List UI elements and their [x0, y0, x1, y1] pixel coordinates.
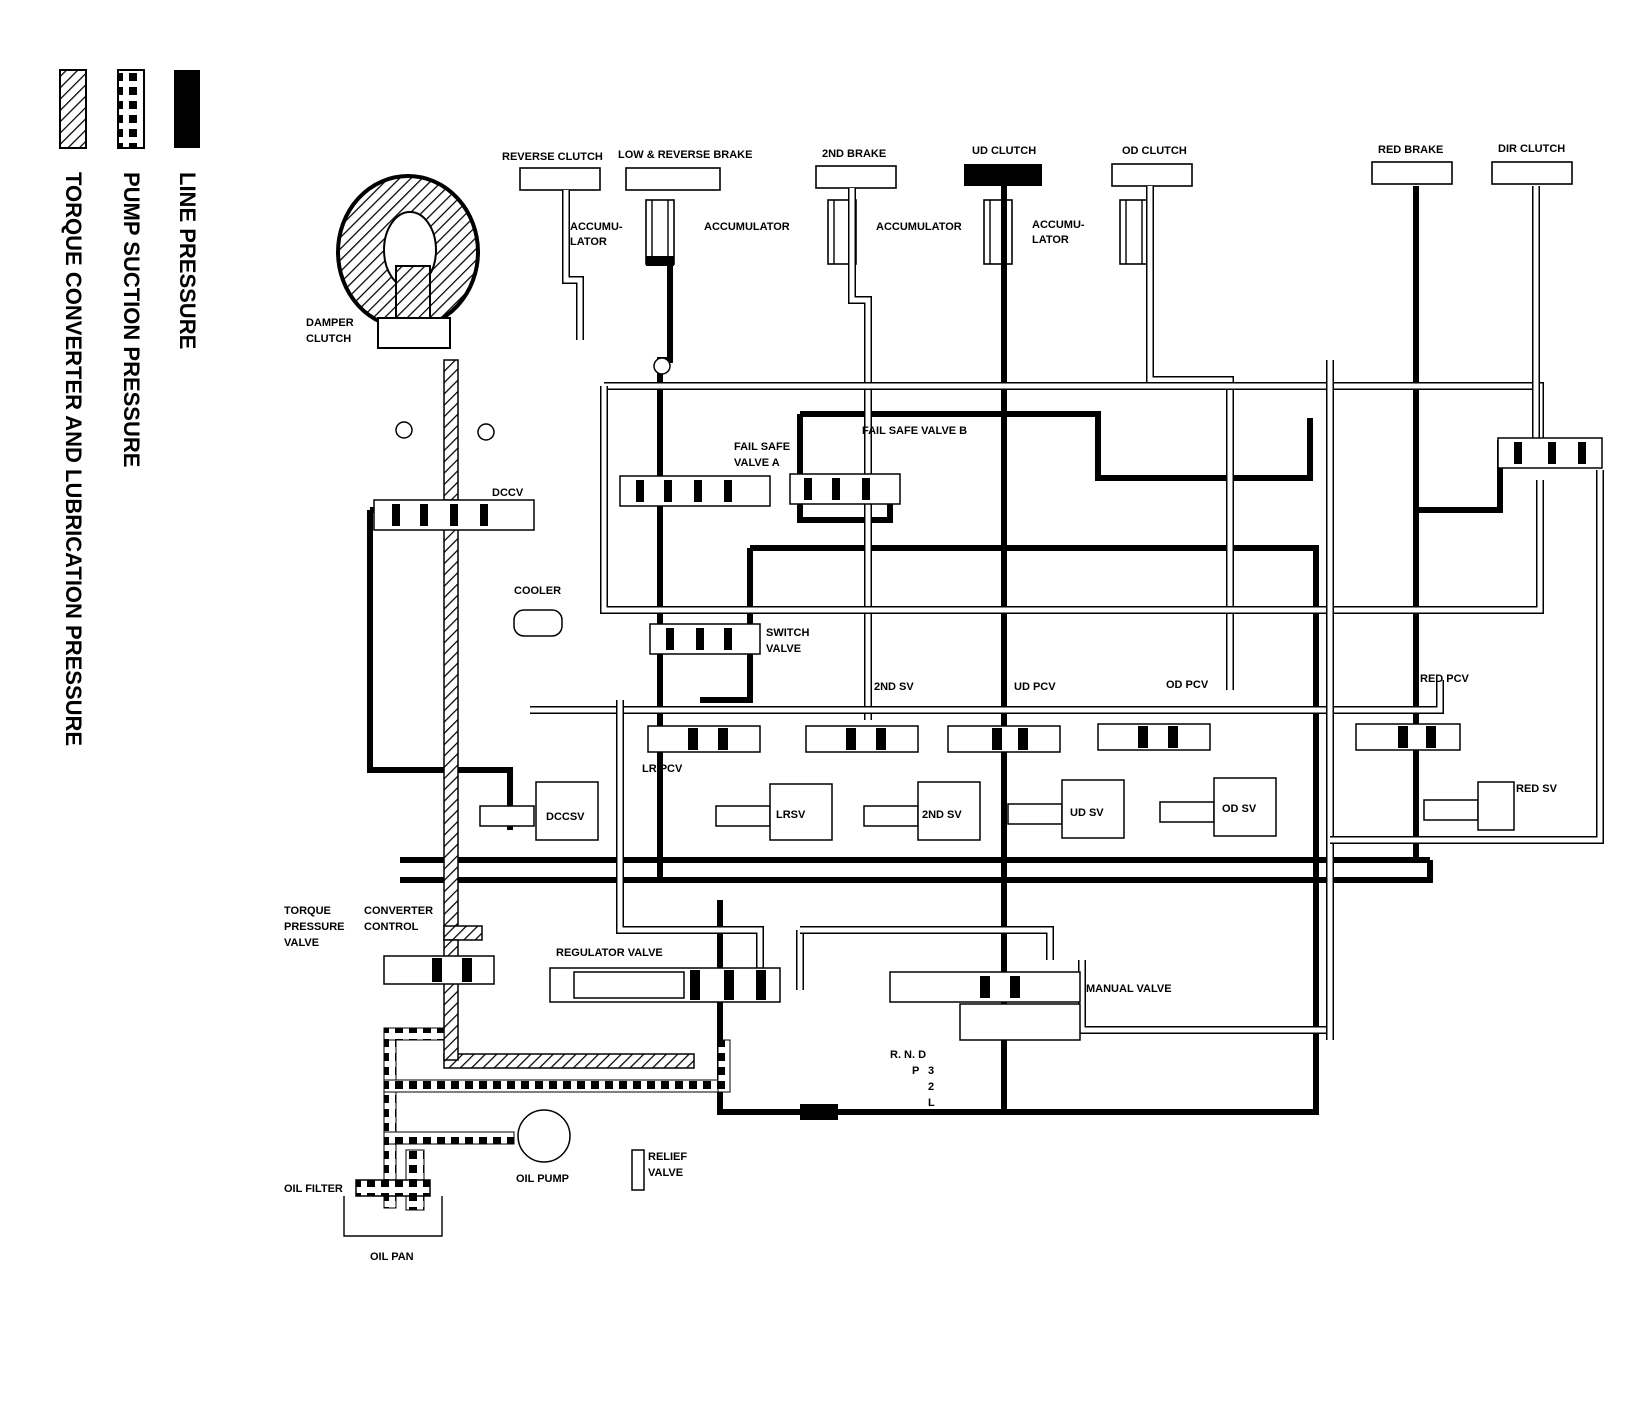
- accumulator-label-1a: ACCUMU-: [570, 221, 623, 233]
- od-pcv-label: OD PCV: [1166, 679, 1209, 691]
- legend-line-pressure: LINE PRESSURE: [175, 172, 200, 349]
- regulator-valve: [549, 967, 781, 1003]
- ud-pcv-label: UD PCV: [1014, 681, 1056, 693]
- legend-torque-converter-swatch: [59, 69, 87, 149]
- red-brake-label: RED BRAKE: [1378, 144, 1443, 156]
- od-clutch-label: OD CLUTCH: [1122, 145, 1187, 157]
- cooler-label: COOLER: [514, 585, 561, 597]
- fail-safe-valve-b: [789, 473, 901, 505]
- damper-clutch-label-1: DAMPER: [306, 317, 354, 329]
- low-reverse-brake-label: LOW & REVERSE BRAKE: [618, 149, 752, 161]
- switch-valve-label-2: VALVE: [766, 643, 801, 655]
- oil-pan-label: OIL PAN: [370, 1251, 414, 1263]
- second-sv-solenoid: [863, 781, 981, 841]
- manual-valve: [889, 971, 1081, 1041]
- lr-pcv-label: LR PCV: [642, 763, 683, 775]
- oil-filter-symbol: [355, 1179, 431, 1197]
- fail-safe-b-label: FAIL SAFE VALVE B: [862, 425, 967, 437]
- od-pcv: [1097, 723, 1211, 751]
- oil-pump-label: OIL PUMP: [516, 1173, 569, 1185]
- red-pcv: [1355, 723, 1461, 751]
- ud-sv-label: UD SV: [1070, 807, 1104, 819]
- oil-pan-symbol: [343, 1196, 443, 1237]
- shift-position-2: 2: [928, 1081, 934, 1093]
- accumulator-od: [1119, 199, 1149, 265]
- lrsv-label: LRSV: [776, 809, 806, 821]
- accumulator-label-4b: LATOR: [1032, 234, 1069, 246]
- fail-safe-valve-a: [619, 357, 771, 507]
- clutch-boxes: REVERSE CLUTCH LOW & REVERSE BRAKE 2ND B…: [502, 143, 1573, 191]
- oil-pump-symbol: [517, 1109, 571, 1163]
- dccv-label: DCCV: [492, 487, 524, 499]
- secondary-circuits: [530, 186, 1604, 1040]
- accumulator-label-2: ACCUMULATOR: [704, 221, 790, 233]
- ud-sv-solenoid: [1007, 779, 1125, 839]
- damper-clutch-label-2: CLUTCH: [306, 333, 351, 345]
- red-sv-label: RED SV: [1516, 783, 1558, 795]
- dir-control-valve: [1497, 437, 1603, 469]
- od-clutch-box: [1111, 163, 1193, 187]
- legend-pump-suction-swatch: [117, 69, 145, 149]
- dccsv-label: DCCSV: [546, 811, 585, 823]
- cooler-symbol: [513, 609, 563, 637]
- od-sv-solenoid: [1159, 777, 1277, 837]
- accumulator-low-reverse: [645, 199, 675, 266]
- oil-filter-label: OIL FILTER: [284, 1183, 343, 1195]
- torque-pressure-label-2: PRESSURE: [284, 921, 345, 933]
- red-brake-box: [1371, 161, 1453, 185]
- red-sv-solenoid: [1423, 781, 1515, 831]
- lrsv-solenoid: [715, 783, 833, 841]
- ud-pcv: [947, 725, 1061, 753]
- ud-clutch-label: UD CLUTCH: [972, 145, 1036, 157]
- second-brake-box: [815, 165, 897, 189]
- dir-clutch-label: DIR CLUTCH: [1498, 143, 1565, 155]
- second-pcv: [805, 725, 919, 753]
- legend-line-pressure-swatch: [174, 70, 200, 148]
- valves: DCCV COOLER FAIL SAFE VALVE A FAIL SAFE …: [284, 357, 1603, 1263]
- legend-torque-converter: TORQUE CONVERTER AND LUBRICATION PRESSUR…: [61, 172, 86, 746]
- shift-positions-row1: R. N. D: [890, 1049, 926, 1061]
- relief-valve-label-2: VALVE: [648, 1167, 683, 1179]
- second-sv-label: 2ND SV: [922, 809, 962, 821]
- switch-valve: [649, 623, 761, 655]
- regulator-valve-label: REGULATOR VALVE: [556, 947, 663, 959]
- dccv-valve: [373, 421, 535, 531]
- shift-position-3: 3: [928, 1065, 934, 1077]
- accumulators: ACCUMU- LATOR ACCUMULATOR ACCUMULATOR AC…: [570, 199, 1149, 266]
- converter-control-label-2: CONTROL: [364, 921, 419, 933]
- dir-clutch-box: [1491, 161, 1573, 185]
- low-reverse-brake-box: [625, 167, 721, 191]
- legend-pump-suction: PUMP SUCTION PRESSURE: [119, 172, 144, 467]
- reverse-clutch-box: [519, 167, 601, 191]
- red-pcv-label: RED PCV: [1420, 673, 1470, 685]
- ud-clutch-box: [964, 164, 1042, 186]
- relief-valve-label-1: RELIEF: [648, 1151, 687, 1163]
- accumulator-label-4a: ACCUMU-: [1032, 219, 1085, 231]
- line-pressure-circuits: [367, 186, 1503, 1120]
- torque-pressure-label-1: TORQUE: [284, 905, 331, 917]
- shift-position-l: L: [928, 1097, 935, 1109]
- accumulator-label-3: ACCUMULATOR: [876, 221, 962, 233]
- relief-valve-symbol: [631, 1149, 645, 1191]
- reverse-clutch-label: REVERSE CLUTCH: [502, 151, 603, 163]
- accumulator-ud: [983, 199, 1013, 265]
- dccsv-solenoid: [479, 781, 599, 841]
- accumulator-label-1b: LATOR: [570, 236, 607, 248]
- torque-converter: DAMPER CLUTCH: [306, 174, 480, 349]
- legend: LINE PRESSURE PUMP SUCTION PRESSURE TORQ…: [59, 69, 200, 746]
- converter-control-label-1: CONVERTER: [364, 905, 433, 917]
- fail-safe-a-label-1: FAIL SAFE: [734, 441, 790, 453]
- shift-position-p: P: [912, 1065, 919, 1077]
- manual-valve-label: MANUAL VALVE: [1086, 983, 1172, 995]
- second-sv-top-label: 2ND SV: [874, 681, 914, 693]
- switch-valve-label-1: SWITCH: [766, 627, 809, 639]
- lr-pcv: [647, 725, 761, 753]
- torque-pressure-valve: [383, 955, 495, 985]
- torque-pressure-label-3: VALVE: [284, 937, 319, 949]
- od-sv-label: OD SV: [1222, 803, 1257, 815]
- fail-safe-a-label-2: VALVE A: [734, 457, 780, 469]
- second-brake-label: 2ND BRAKE: [822, 148, 886, 160]
